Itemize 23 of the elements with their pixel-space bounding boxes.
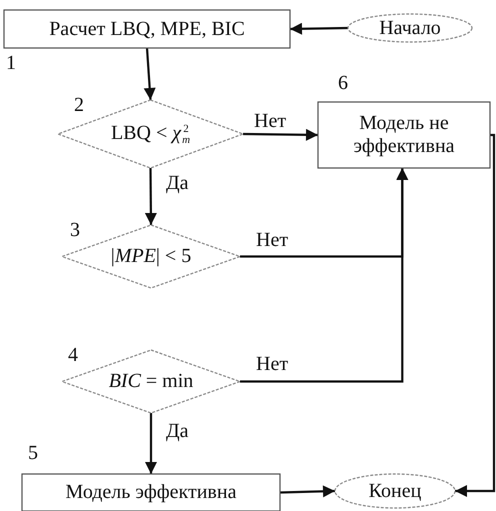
node-label: Конец [368,480,422,502]
start-terminal [348,14,472,42]
node-label: |MPE| < 5 [110,245,192,268]
end-terminal [335,474,455,508]
arrow [455,134,496,497]
node-label: Модель эффективна [66,481,236,504]
step-number: 2 [74,94,84,117]
arrow [240,168,408,383]
step-number: 6 [338,72,348,95]
node-label: Модель не эффективна [352,112,456,158]
step-number: 3 [70,219,80,242]
node-label: BIC = min [108,370,194,393]
arrow [145,413,157,474]
node-label: Начало [379,16,441,40]
arrow [280,485,336,498]
step-number: 1 [6,52,16,75]
node-label: Расчет LBQ, MPE, BIC [49,18,245,40]
arrow [144,48,156,100]
step-number: 5 [28,442,38,465]
step-number: 4 [68,344,78,367]
arrow [144,168,157,226]
arrow [290,22,348,35]
arrow [242,128,318,141]
